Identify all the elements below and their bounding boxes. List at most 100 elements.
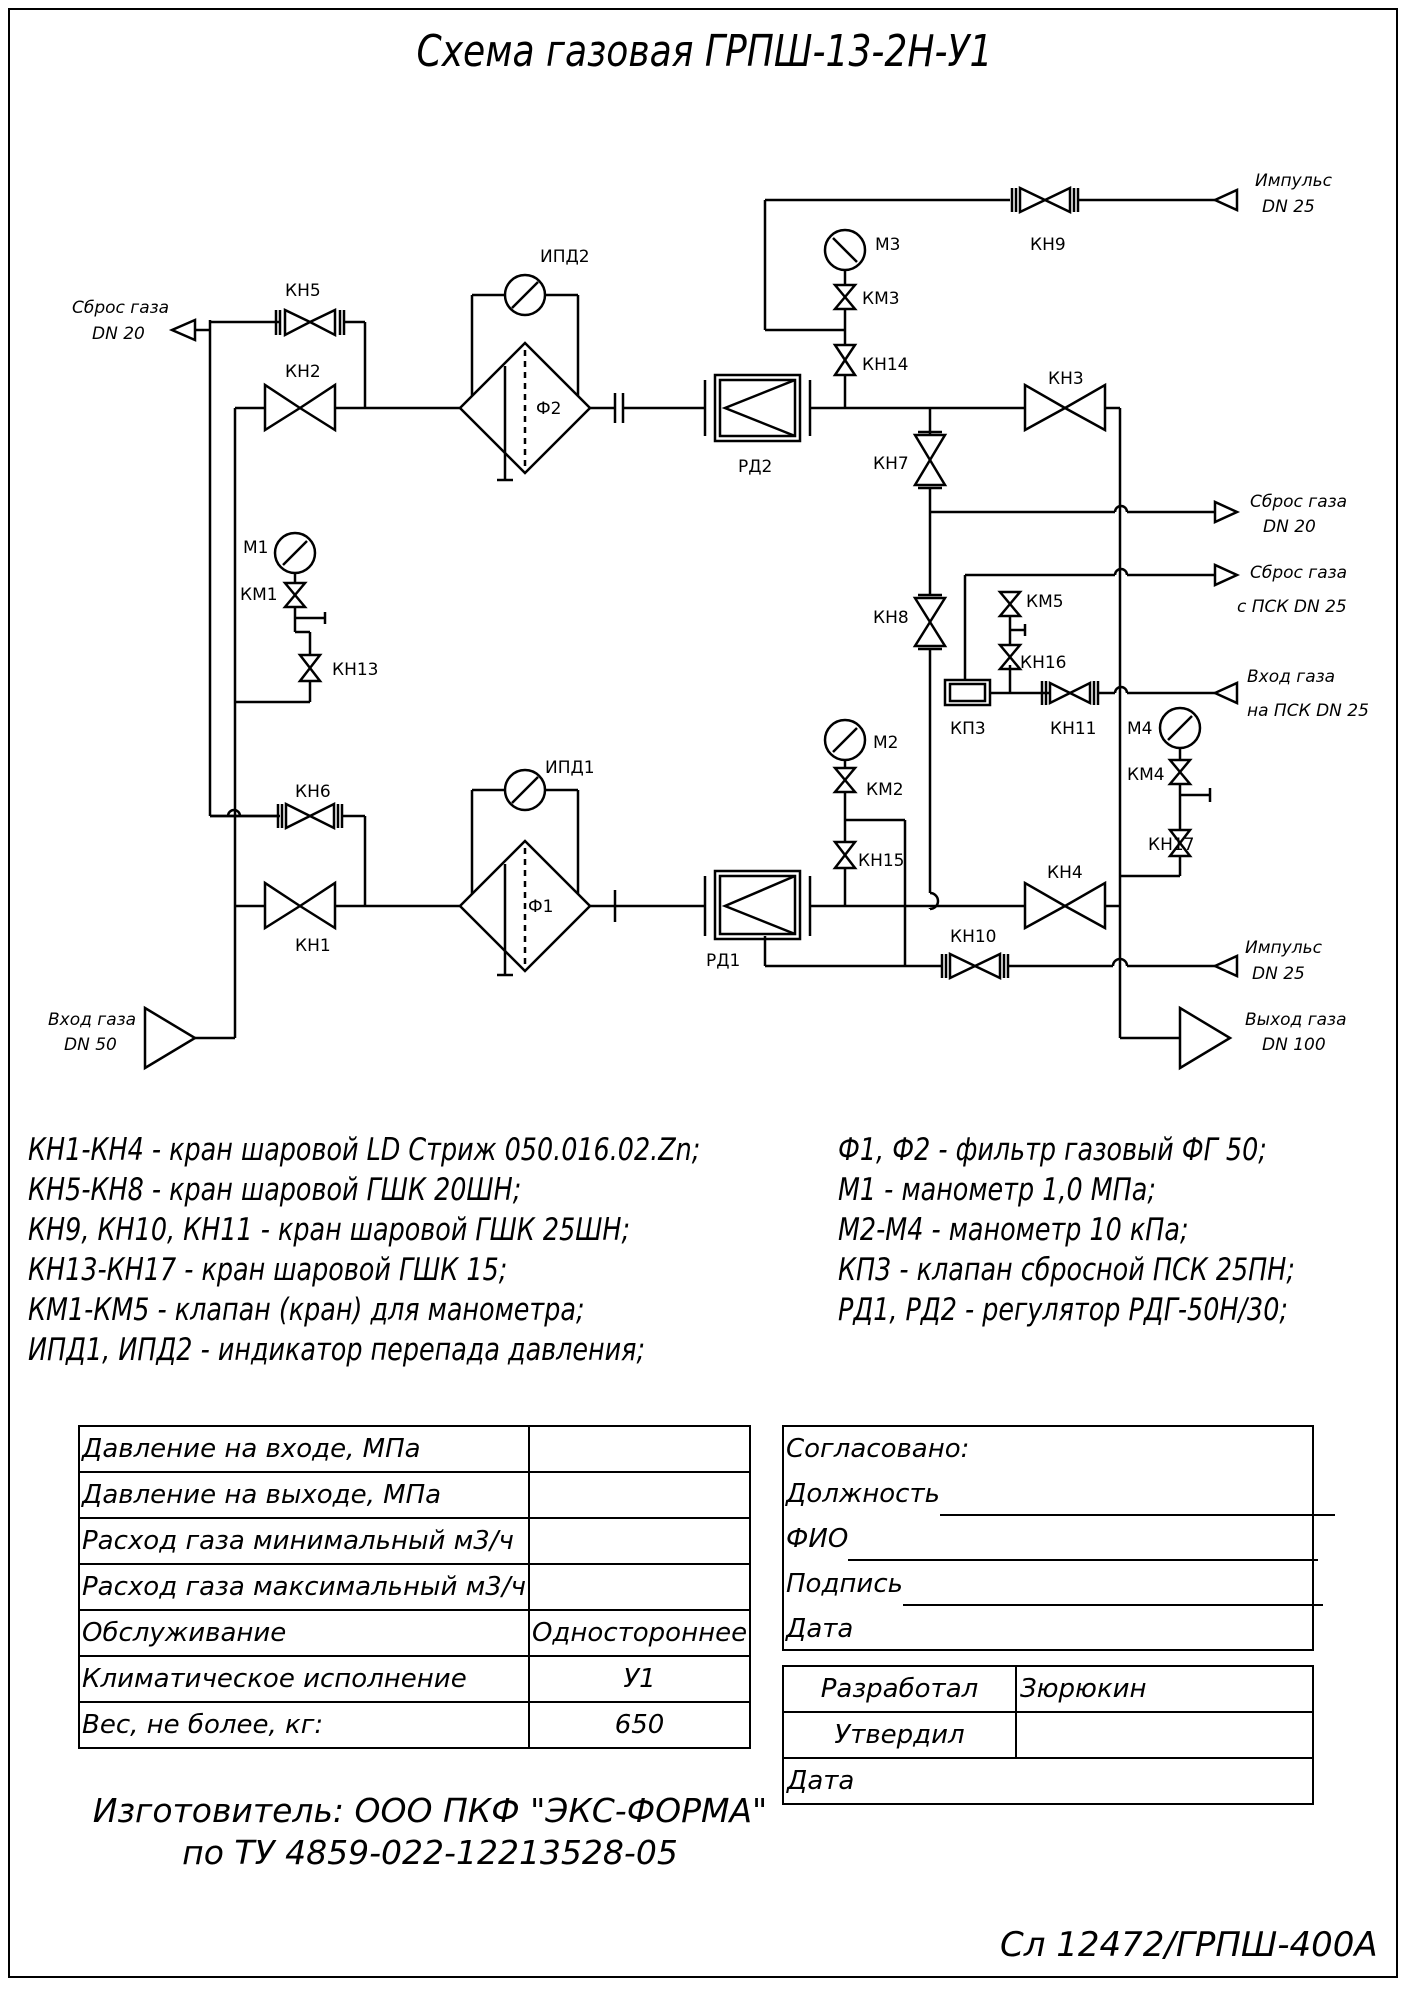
kn11-valve xyxy=(1048,680,1092,706)
param-value: 650 xyxy=(527,1701,752,1749)
drawing-frame xyxy=(8,8,1398,1978)
kn15-label: КН15 xyxy=(858,851,904,871)
kn17-label: КН17 xyxy=(1148,835,1194,855)
outlet-label-1: Выход газа xyxy=(1245,1010,1347,1030)
m2-label: М2 xyxy=(873,733,898,753)
inlet-triangle xyxy=(143,1005,198,1071)
km1-valve xyxy=(282,581,308,609)
km1-label: КМ1 xyxy=(240,585,278,605)
kn9-label: КН9 xyxy=(1030,235,1066,255)
legend-item: ИПД1, ИПД2 - индикатор перепада давления… xyxy=(28,1332,646,1368)
rd1-label: РД1 xyxy=(706,951,740,971)
impulse-top-label-2: DN 25 xyxy=(1262,197,1315,217)
param-name: Расход газа минимальный м3/ч xyxy=(78,1517,530,1565)
param-name: Климатическое исполнение xyxy=(78,1655,530,1703)
ipd2-label: ИПД2 xyxy=(540,247,590,267)
outlet-triangle xyxy=(1178,1005,1233,1071)
inlet-label-1: Вход газа xyxy=(48,1010,136,1030)
approval-signature-label: Подпись xyxy=(786,1569,903,1599)
psk-inlet-label-2: на ПСК DN 25 xyxy=(1247,701,1369,721)
kn4-valve xyxy=(1023,880,1107,931)
kn5-valve xyxy=(283,308,337,338)
kn4-label: КН4 xyxy=(1047,863,1083,883)
approved-label: Утвердил xyxy=(782,1711,1017,1759)
kn16-valve xyxy=(997,643,1023,671)
km2-valve xyxy=(832,766,858,794)
approval-signature-line xyxy=(902,1574,1323,1606)
table-row: Расход газа максимальный м3/ч xyxy=(78,1563,752,1611)
document-number: Сл 12472/ГРПШ-400А xyxy=(1000,1925,1378,1965)
km3-valve xyxy=(832,283,858,311)
vent-psk-triangle xyxy=(1213,563,1241,587)
param-name: Давление на выходе, МПа xyxy=(78,1471,530,1519)
table-row: Давление на входе, МПа xyxy=(78,1425,752,1473)
parameters-table: Давление на входе, МПа Давление на выход… xyxy=(78,1425,752,1749)
legend-left: КН1-КН4 - кран шаровой LD Стриж 050.016.… xyxy=(28,1130,848,1370)
regulator-rd1 xyxy=(713,869,802,941)
kn8-label: КН8 xyxy=(873,608,909,628)
kn2-label: КН2 xyxy=(285,362,321,382)
param-value xyxy=(527,1563,752,1611)
legend-item: М1 - манометр 1,0 МПа; xyxy=(838,1172,1156,1208)
inlet-label-2: DN 50 xyxy=(64,1035,117,1055)
impulse-bottom-label-1: Импульс xyxy=(1245,938,1323,958)
manufacturer-line: Изготовитель: ООО ПКФ "ЭКС-ФОРМА" xyxy=(92,1791,768,1830)
kn3-label: КН3 xyxy=(1048,369,1084,389)
param-value xyxy=(527,1517,752,1565)
param-value xyxy=(527,1425,752,1473)
approver-name xyxy=(1015,1711,1314,1759)
legend-item: КМ1-КМ5 - клапан (кран) для манометра; xyxy=(28,1292,585,1328)
vent-left-label-1: Сброс газа xyxy=(72,298,169,318)
kn6-valve xyxy=(284,801,336,831)
legend-item: РД1, РД2 - регулятор РДГ-50Н/30; xyxy=(838,1292,1288,1328)
kn7-label: КН7 xyxy=(873,454,909,474)
param-value xyxy=(527,1471,752,1519)
kn14-valve xyxy=(832,343,858,377)
outlet-label-2: DN 100 xyxy=(1262,1035,1326,1055)
kn5-label: КН5 xyxy=(285,281,321,301)
kn13-label: КН13 xyxy=(332,660,378,680)
legend-item: КН1-КН4 - кран шаровой LD Стриж 050.016.… xyxy=(28,1132,701,1168)
table-row: Утвердил xyxy=(782,1711,1314,1759)
approval-position-line xyxy=(939,1484,1335,1516)
signoff-date: Дата xyxy=(782,1757,1314,1805)
param-value: Одностороннее xyxy=(527,1609,752,1657)
impulse-bottom-label-2: DN 25 xyxy=(1252,964,1305,984)
impulse-top-label-1: Импульс xyxy=(1255,171,1333,191)
legend-item: КН9, КН10, КН11 - кран шаровой ГШК 25ШН; xyxy=(28,1212,631,1248)
table-row: Дата xyxy=(782,1757,1314,1805)
rd2-label: РД2 xyxy=(738,457,772,477)
kn10-label: КН10 xyxy=(950,927,996,947)
approval-position-label: Должность xyxy=(786,1479,940,1509)
kn13-valve xyxy=(297,653,323,683)
kn9-valve xyxy=(1018,186,1072,214)
kn7-valve xyxy=(912,433,948,487)
legend-item: Ф1, Ф2 - фильтр газовый ФГ 50; xyxy=(838,1132,1267,1168)
vent-left-triangle xyxy=(168,318,197,342)
km5-valve xyxy=(997,590,1023,618)
param-name: Давление на входе, МПа xyxy=(78,1425,530,1473)
kn10-valve xyxy=(948,952,1002,980)
kn11-label: КН11 xyxy=(1050,719,1096,739)
param-name: Вес, не более, кг: xyxy=(78,1701,530,1749)
legend-item: КП3 - клапан сбросной ПСК 25ПН; xyxy=(838,1252,1295,1288)
manufacturer: Изготовитель: ООО ПКФ "ЭКС-ФОРМА" по ТУ … xyxy=(0,1790,860,1874)
regulator-rd2 xyxy=(713,373,802,443)
m4-label: М4 xyxy=(1127,719,1152,739)
kn17-valve xyxy=(1167,828,1193,858)
kn16-label: КН16 xyxy=(1020,653,1066,673)
table-row: Вес, не более, кг:650 xyxy=(78,1701,752,1749)
manufacturer-spec: по ТУ 4859-022-12213528-05 xyxy=(182,1833,678,1872)
approval-block: Согласовано: Должность ФИО Подпись Дата xyxy=(782,1425,1335,1651)
kn15-valve xyxy=(832,840,858,870)
param-name: Расход газа максимальный м3/ч xyxy=(78,1563,530,1611)
kp3-label: КП3 xyxy=(950,719,986,739)
km4-label: КМ4 xyxy=(1127,765,1165,785)
ipd1-label: ИПД1 xyxy=(545,758,595,778)
approval-fio-label: ФИО xyxy=(786,1524,849,1554)
legend-item: М2-М4 - манометр 10 кПа; xyxy=(838,1212,1189,1248)
km5-label: КМ5 xyxy=(1026,592,1064,612)
